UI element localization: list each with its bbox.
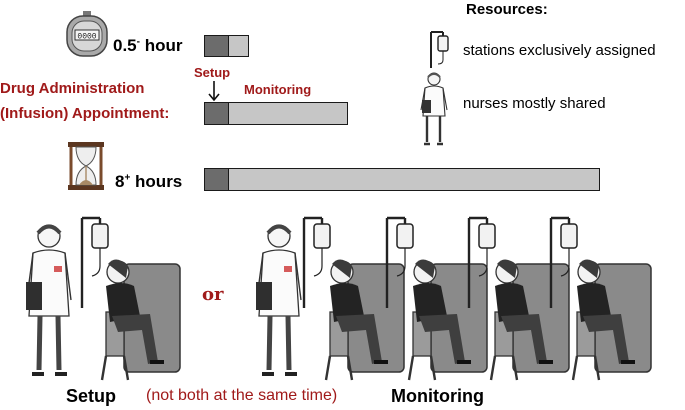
setup-phase-label: Setup (194, 65, 231, 80)
appointment-label-line1: Drug Administration (0, 80, 145, 97)
patient-chair-icon (324, 259, 405, 381)
iv-stand-icon (302, 216, 331, 308)
long-duration-label: 8+ hours (115, 172, 183, 191)
nurse-icon (26, 224, 72, 376)
or-label: or (202, 284, 224, 305)
patient-chair-icon (407, 259, 488, 381)
iv-stand-icon (430, 31, 449, 68)
short-duration-label: 0.5- hour (113, 36, 183, 55)
resources-heading: Resources: (466, 1, 548, 18)
appointment-timeline-bar (204, 102, 348, 125)
svg-text:0000: 0000 (77, 33, 96, 42)
patient-chair-icon (571, 259, 652, 381)
long-timeline-bar (204, 168, 600, 191)
iv-stand-icon (80, 216, 109, 308)
patient-chair-icon (100, 259, 181, 381)
patient-chair-icon (489, 259, 570, 381)
nurse-icon (256, 224, 302, 376)
monitoring-phase-label: Monitoring (244, 82, 312, 97)
resources-nurses-text: nurses mostly shared (463, 95, 606, 112)
iv-stand-icon (549, 216, 578, 308)
iv-stand-icon (467, 216, 496, 308)
appointment-label-line2: (Infusion) Appointment: (0, 105, 170, 122)
not-both-note: (not both at the same time) (146, 387, 338, 404)
short-setup-segment (205, 36, 229, 56)
setup-arrow (208, 81, 220, 102)
stopwatch-icon: 0000 (66, 11, 108, 57)
hourglass-icon (68, 142, 104, 190)
resources-stations-text: stations exclusively assigned (463, 42, 656, 59)
bottom-monitoring-label: Monitoring (391, 386, 484, 406)
bottom-setup-label: Setup (66, 386, 117, 406)
short-timeline-bar (204, 35, 249, 57)
iv-stand-icon (385, 216, 414, 308)
long-setup-segment (205, 169, 229, 190)
nurse-icon (420, 72, 448, 146)
appointment-setup-segment (205, 103, 229, 124)
